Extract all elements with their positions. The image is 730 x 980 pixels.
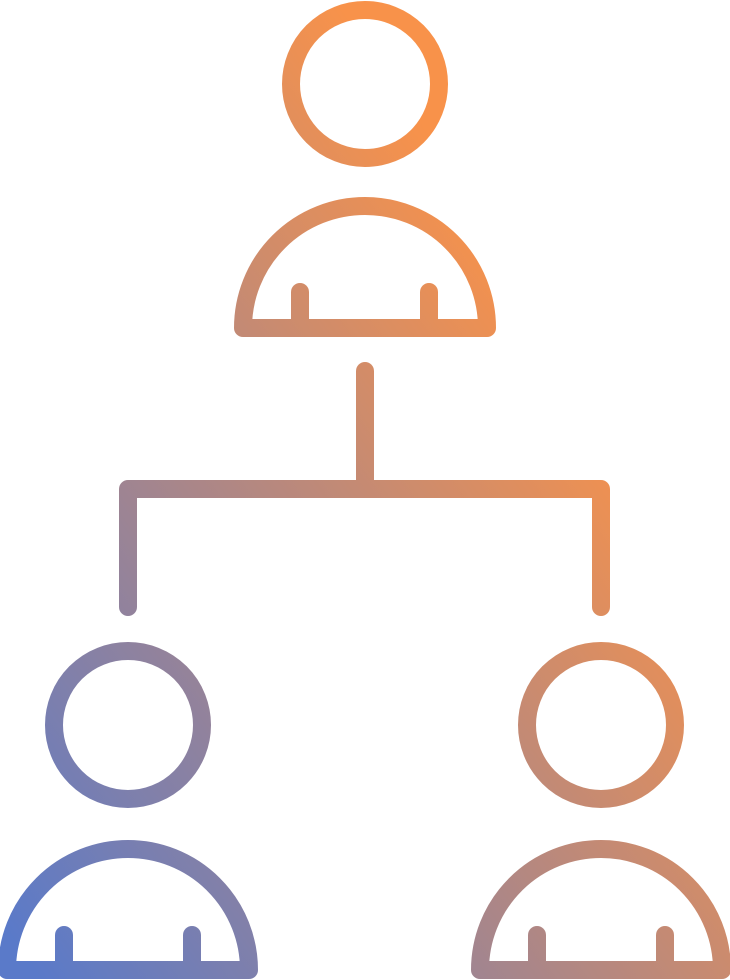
connector-lines: [119, 362, 610, 616]
person-right-body: [471, 840, 730, 979]
person-left-body: [0, 840, 258, 979]
person-right-head: [518, 642, 684, 808]
person-left-icon: [0, 642, 258, 979]
person-top-icon: [234, 1, 496, 337]
person-top-body: [234, 197, 496, 337]
person-top-head: [282, 1, 448, 167]
connector-branch: [119, 480, 610, 616]
person-right-icon: [471, 642, 730, 979]
person-left-head: [45, 642, 211, 808]
